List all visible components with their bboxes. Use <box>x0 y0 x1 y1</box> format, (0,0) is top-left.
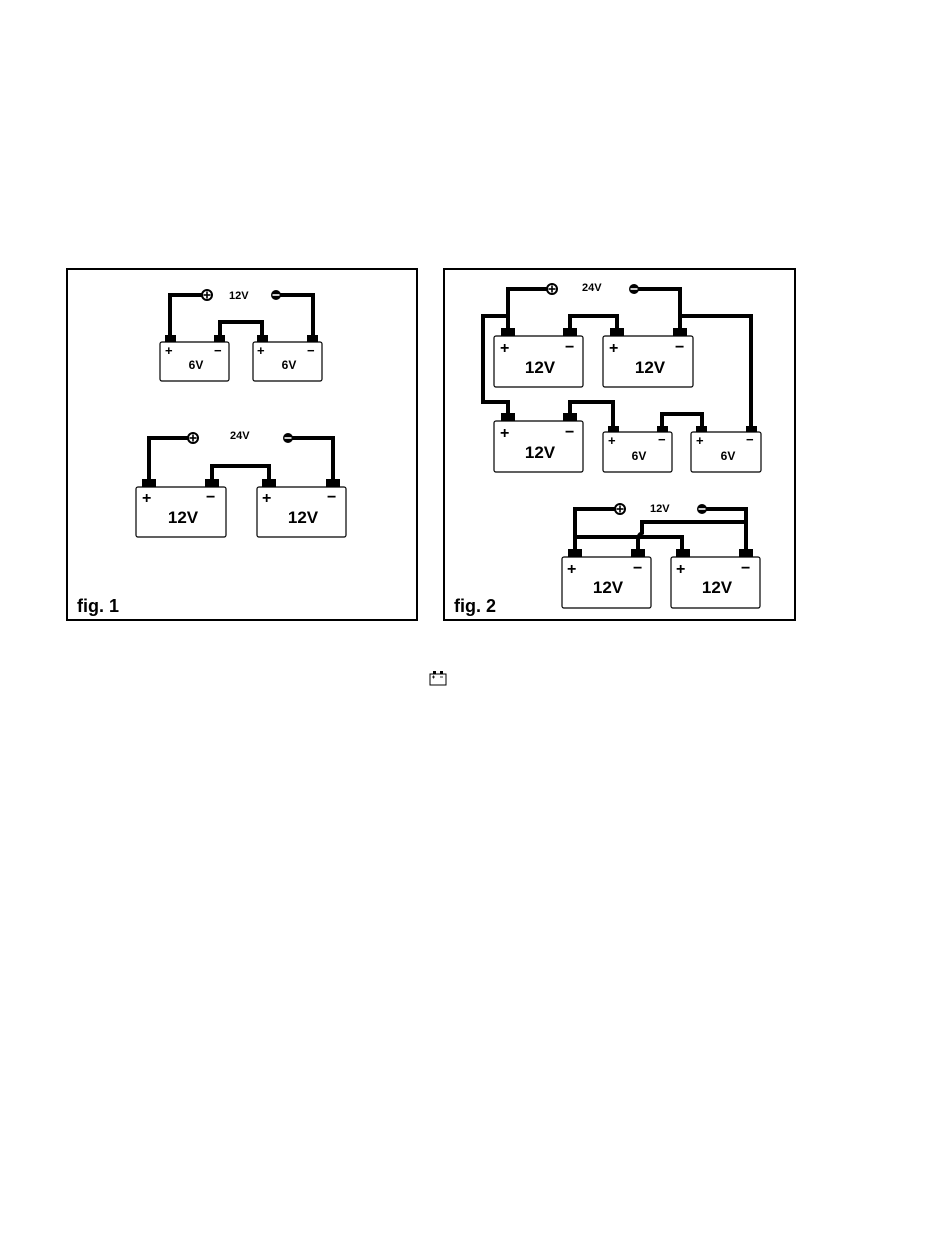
battery: + − 12V <box>494 413 583 472</box>
negative-terminal-label: − <box>307 343 315 358</box>
battery: + − 12V <box>603 328 693 387</box>
battery: + − 6V <box>603 426 672 472</box>
battery: + − 6V <box>160 335 229 381</box>
negative-terminal-label: − <box>741 560 750 577</box>
battery: + − 6V <box>253 335 322 381</box>
battery-voltage-label: 6V <box>632 449 647 463</box>
battery-voltage-label: 6V <box>282 358 297 372</box>
positive-terminal-label: + <box>262 490 271 507</box>
battery: + − 12V <box>671 549 760 608</box>
figure-2-panel: fig. 2 24V + − 12V <box>444 269 795 620</box>
positive-terminal-label: + <box>567 561 576 578</box>
battery: + − 12V <box>494 328 583 387</box>
negative-terminal-label: − <box>206 489 215 506</box>
output-voltage-label: 24V <box>582 282 602 294</box>
battery-voltage-label: 12V <box>525 358 556 377</box>
figure-2-label: fig. 2 <box>454 596 496 616</box>
battery-voltage-label: 12V <box>288 508 319 527</box>
fig2-circuit-24v: 24V + − 12V + − 12V + <box>483 282 761 472</box>
positive-terminal-label: + <box>165 343 173 358</box>
battery-voltage-label: 12V <box>635 358 666 377</box>
positive-terminal-label: + <box>676 561 685 578</box>
fig1-circuit-24v: 24V + − 12V + − 12V <box>136 430 346 537</box>
negative-terminal-label: − <box>658 432 666 447</box>
positive-terminal-label: + <box>500 425 509 442</box>
positive-terminal-label: + <box>696 433 704 448</box>
negative-terminal-label: − <box>746 432 754 447</box>
battery-voltage-label: 12V <box>168 508 199 527</box>
battery: + − 12V <box>562 549 651 608</box>
negative-terminal-label: − <box>327 489 336 506</box>
negative-terminal-label: − <box>214 343 222 358</box>
battery: + − 12V <box>257 479 346 537</box>
positive-terminal-label: + <box>608 433 616 448</box>
output-voltage-label: 24V <box>230 430 250 442</box>
positive-terminal-label: + <box>257 343 265 358</box>
positive-terminal-label: + <box>609 340 618 357</box>
negative-terminal-label: − <box>565 424 574 441</box>
battery: + − 6V <box>691 426 761 472</box>
battery: + − 12V <box>136 479 226 537</box>
output-voltage-label: 12V <box>229 290 249 302</box>
battery-voltage-label: 12V <box>702 578 733 597</box>
battery-voltage-label: 12V <box>525 443 556 462</box>
fig2-circuit-12v: 12V + − 12V + − 12V <box>562 503 760 608</box>
negative-terminal-label: − <box>633 560 642 577</box>
battery-voltage-label: 6V <box>189 358 204 372</box>
figure-1-panel: fig. 1 12V + − 6V <box>67 269 417 620</box>
battery-voltage-label: 6V <box>721 449 736 463</box>
fig1-circuit-12v: 12V + − 6V + − 6V <box>160 290 322 381</box>
negative-terminal-label: − <box>565 339 574 356</box>
battery-voltage-label: 12V <box>593 578 624 597</box>
positive-terminal-label: + <box>500 340 509 357</box>
battery-icon <box>430 671 446 685</box>
figure-1-label: fig. 1 <box>77 596 119 616</box>
negative-terminal-label: − <box>675 339 684 356</box>
positive-terminal-label: + <box>142 490 151 507</box>
output-voltage-label: 12V <box>650 503 670 515</box>
